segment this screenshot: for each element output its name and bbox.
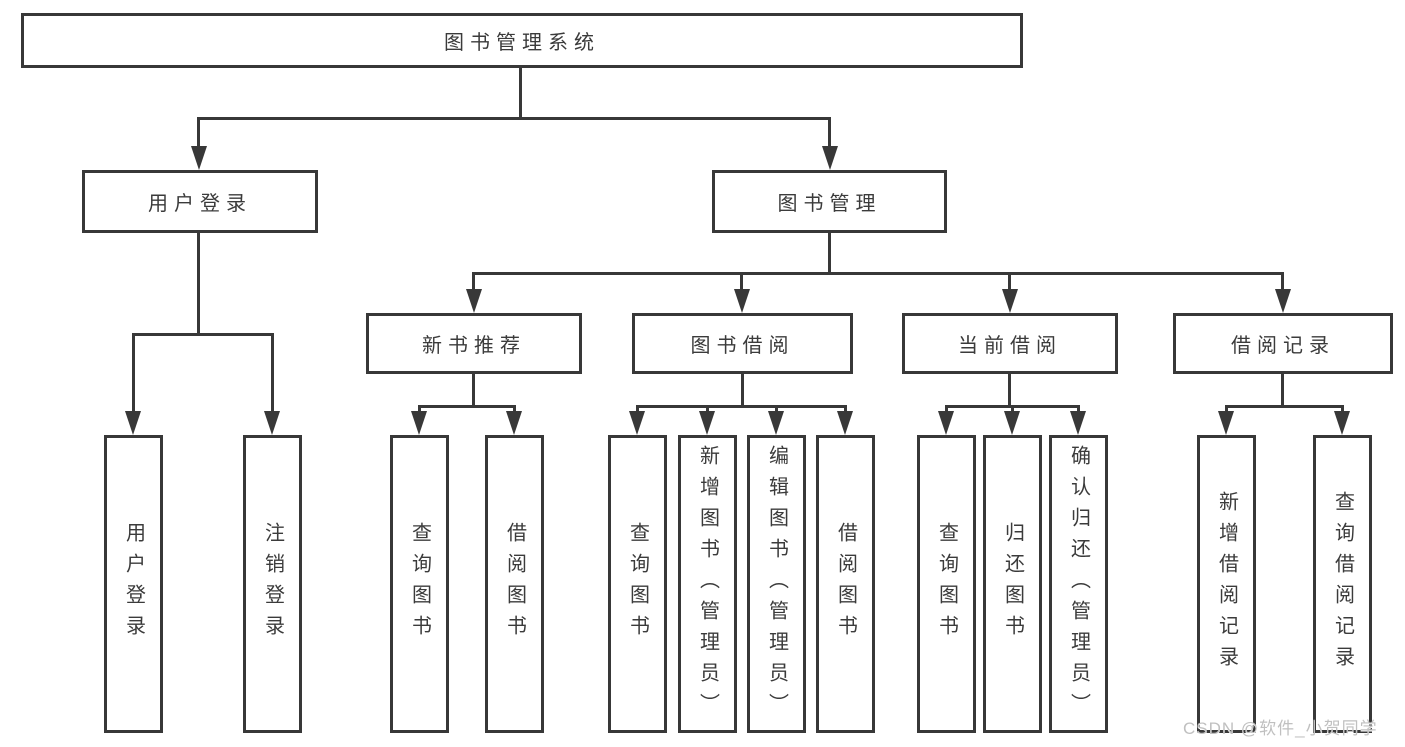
node-current-borrowing: 当前借阅 — [902, 313, 1118, 374]
leaf-label: 注销登录 — [261, 522, 284, 646]
node-leaf-add-books-admin: 新增图书（管理员） — [678, 435, 737, 733]
connector-drop-current — [1008, 272, 1011, 292]
connector-mgmt-bar — [472, 272, 1284, 275]
leaf-label: 查询图书 — [935, 522, 958, 646]
arrow-down-icon — [411, 411, 427, 435]
leaf-label: 查询图书 — [408, 522, 431, 646]
leaf-label: 新增图书（管理员） — [696, 444, 719, 724]
arrow-down-icon — [264, 411, 280, 435]
connector-records-bar — [1225, 405, 1344, 408]
connector-newbook-stub — [472, 374, 475, 407]
connector-leaf-drop — [1341, 405, 1344, 414]
node-leaf-borrow-books-1: 借阅图书 — [485, 435, 544, 733]
arrow-down-icon — [125, 411, 141, 435]
arrow-down-icon — [837, 411, 853, 435]
connector-leaf-drop — [1225, 405, 1228, 414]
connector-drop-book-mgmt — [828, 117, 831, 149]
connector-leaf-drop — [844, 405, 847, 414]
connector-drop-records — [1281, 272, 1284, 292]
leaf-label: 查询借阅记录 — [1331, 491, 1354, 677]
connector-current-stub — [1008, 374, 1011, 407]
connector-borrow-stub — [741, 374, 744, 407]
node-new-book-recommend: 新书推荐 — [366, 313, 582, 374]
leaf-label: 确认归还（管理员） — [1067, 444, 1090, 724]
arrow-down-icon — [466, 289, 482, 313]
leaf-label: 归还图书 — [1001, 522, 1024, 646]
node-root: 图书管理系统 — [21, 13, 1023, 68]
leaf-label: 用户登录 — [122, 522, 145, 646]
node-book-borrowing: 图书借阅 — [632, 313, 853, 374]
arrow-down-icon — [1004, 411, 1020, 435]
connector-drop-borrow — [740, 272, 743, 292]
leaf-label: 查询图书 — [626, 522, 649, 646]
node-current-borrowing-label: 当前借阅 — [958, 335, 1062, 357]
connector-drop-login-leaf2 — [271, 333, 274, 415]
connector-root-stub — [519, 68, 522, 120]
connector-leaf-drop — [706, 405, 709, 414]
arrow-down-icon — [699, 411, 715, 435]
connector-leaf-drop — [945, 405, 948, 414]
arrow-down-icon — [938, 411, 954, 435]
connector-leaf-drop — [513, 405, 516, 414]
connector-newbook-bar — [418, 405, 516, 408]
node-borrowing-records: 借阅记录 — [1173, 313, 1393, 374]
arrow-down-icon — [191, 146, 207, 170]
connector-login-bar — [132, 333, 274, 336]
node-root-label: 图书管理系统 — [444, 32, 600, 54]
arrow-down-icon — [1334, 411, 1350, 435]
arrow-down-icon — [1070, 411, 1086, 435]
arrow-down-icon — [768, 411, 784, 435]
leaf-label: 新增借阅记录 — [1215, 491, 1238, 677]
connector-root-bar — [197, 117, 831, 120]
arrow-down-icon — [1002, 289, 1018, 313]
node-leaf-return-books: 归还图书 — [983, 435, 1042, 733]
node-leaf-logout: 注销登录 — [243, 435, 302, 733]
node-leaf-query-books-1: 查询图书 — [390, 435, 449, 733]
arrow-down-icon — [1275, 289, 1291, 313]
leaf-label: 编辑图书（管理员） — [765, 444, 788, 724]
node-leaf-query-books-3: 查询图书 — [917, 435, 976, 733]
leaf-label: 借阅图书 — [503, 522, 526, 646]
node-leaf-user-login: 用户登录 — [104, 435, 163, 733]
node-borrowing-records-label: 借阅记录 — [1231, 335, 1335, 357]
watermark: CSDN @软件_小贺同学 — [1183, 719, 1378, 738]
connector-borrow-bar — [636, 405, 847, 408]
node-book-mgmt: 图书管理 — [712, 170, 947, 233]
node-user-login: 用户登录 — [82, 170, 318, 233]
node-leaf-query-books-2: 查询图书 — [608, 435, 667, 733]
node-book-mgmt-label: 图书管理 — [777, 193, 882, 215]
arrow-down-icon — [734, 289, 750, 313]
node-leaf-query-borrow-record: 查询借阅记录 — [1313, 435, 1372, 733]
connector-leaf-drop — [1077, 405, 1080, 414]
arrow-down-icon — [506, 411, 522, 435]
arrow-down-icon — [822, 146, 838, 170]
arrow-down-icon — [629, 411, 645, 435]
connector-login-stub — [197, 233, 200, 336]
connector-leaf-drop — [418, 405, 421, 414]
connector-records-stub — [1281, 374, 1284, 407]
arrow-down-icon — [1218, 411, 1234, 435]
connector-leaf-drop — [775, 405, 778, 414]
node-leaf-borrow-books-2: 借阅图书 — [816, 435, 875, 733]
connector-drop-newbook — [472, 272, 475, 292]
node-user-login-label: 用户登录 — [148, 193, 252, 215]
connector-mgmt-stub — [828, 233, 831, 275]
node-new-book-recommend-label: 新书推荐 — [422, 335, 526, 357]
connector-leaf-drop — [636, 405, 639, 414]
node-leaf-add-borrow-record: 新增借阅记录 — [1197, 435, 1256, 733]
node-leaf-confirm-return-admin: 确认归还（管理员） — [1049, 435, 1108, 733]
leaf-label: 借阅图书 — [834, 522, 857, 646]
connector-drop-user-login — [197, 117, 200, 149]
connector-drop-login-leaf1 — [132, 333, 135, 415]
node-leaf-edit-books-admin: 编辑图书（管理员） — [747, 435, 806, 733]
connector-leaf-drop — [1011, 405, 1014, 414]
node-book-borrowing-label: 图书借阅 — [690, 335, 795, 357]
